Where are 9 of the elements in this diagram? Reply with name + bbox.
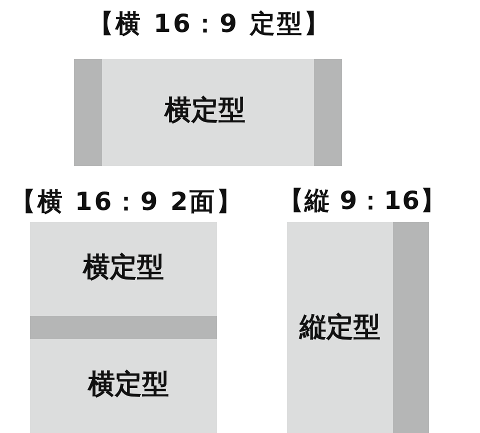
panel-heading: 【縦 9：16】 [278,186,446,216]
format-box [30,339,217,433]
format-box [30,222,217,316]
panel-heading: 【横 16：9 定型】 [88,9,332,39]
format-label: 横定型 [83,252,164,284]
format-label: 縦定型 [300,312,380,344]
format-label: 横定型 [164,94,246,126]
format-label: 横定型 [88,369,169,401]
panel-heading: 【横 16：9 2面】 [10,187,244,217]
